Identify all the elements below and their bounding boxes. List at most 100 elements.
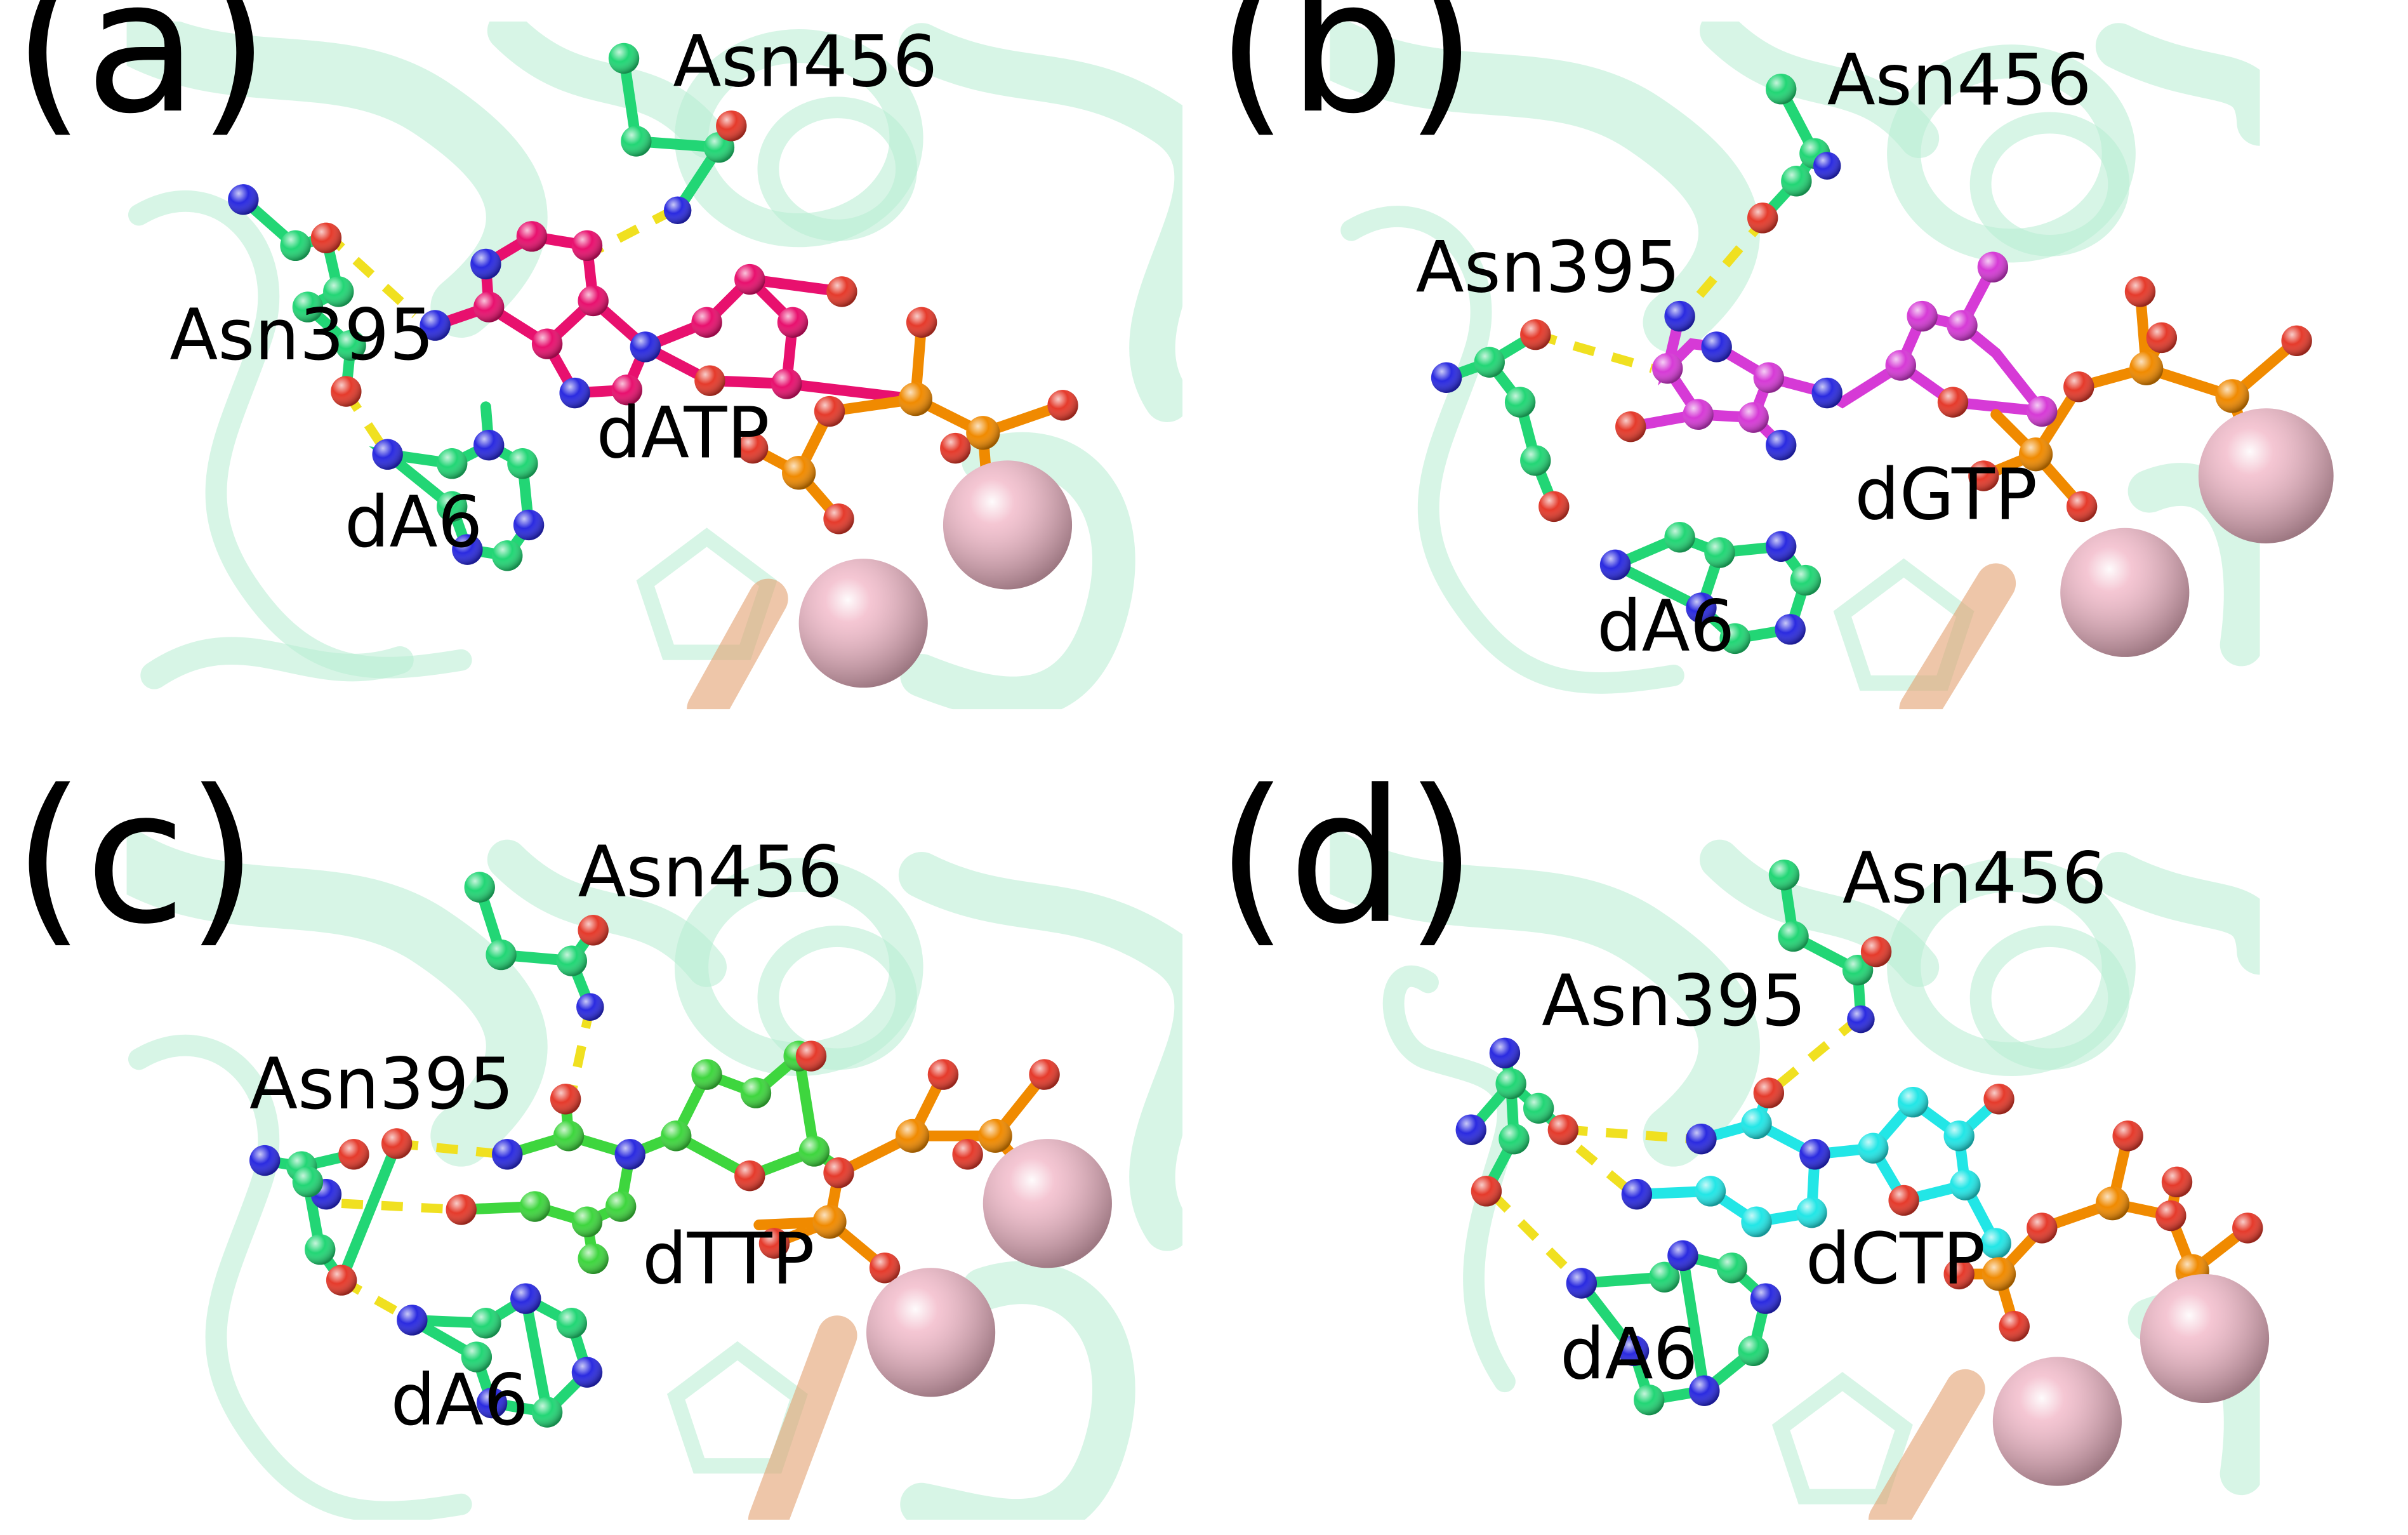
atom-shading	[663, 196, 692, 225]
atom-shading	[1775, 614, 1806, 645]
atom-shading	[1498, 1123, 1530, 1155]
atom-shading	[1686, 592, 1717, 623]
atom-shading	[531, 1397, 563, 1428]
atom-shading	[473, 430, 505, 461]
atom-shading	[1474, 347, 1505, 378]
atom-shading	[1431, 362, 1462, 394]
atom-shading	[1999, 1310, 2030, 1342]
nucleotide-label: dGTP	[1855, 454, 2037, 536]
atom-shading	[1747, 203, 1778, 234]
atom-shading	[614, 1139, 645, 1170]
atom-shading	[927, 1059, 959, 1090]
atom-shading	[737, 432, 769, 464]
atom-shading	[1765, 430, 1797, 461]
atom-shading	[1047, 390, 1078, 421]
panel-a: (a) Asn456 Asn395 dATP dA6	[13, 0, 1183, 710]
molecule-d	[1455, 860, 2270, 1486]
atom-shading	[397, 1305, 428, 1336]
atom-shading	[1781, 166, 1812, 197]
panel-letter: (d)	[1216, 751, 1477, 965]
atom-shading	[556, 1308, 587, 1339]
atom-shading	[1888, 1185, 1919, 1216]
template-base-label: dA6	[345, 482, 482, 564]
atom-shading	[476, 1387, 508, 1419]
atom-shading	[292, 291, 324, 322]
atom-shading	[576, 993, 604, 1021]
atom-shading	[420, 310, 451, 341]
atom-shading	[605, 1191, 637, 1222]
atom-shading	[1719, 623, 1750, 655]
atom-shading	[2215, 379, 2249, 413]
atom-shading	[1683, 399, 1714, 430]
atom-shading	[335, 329, 366, 361]
panel-c: (c) Asn456 Asn395 dTTP dA6	[13, 751, 1183, 1520]
atom-shading	[661, 1120, 692, 1152]
atom-shading	[1566, 1268, 1598, 1299]
atom-shading	[1977, 251, 2009, 282]
atom-shading	[940, 432, 971, 464]
atom-shading	[323, 276, 354, 307]
atom-shading	[1634, 1385, 1665, 1416]
atom-shading	[978, 1119, 1012, 1153]
atom-shading	[559, 377, 590, 409]
residue-label-asn395: Asn395	[1542, 960, 1806, 1042]
atom-shading	[823, 1157, 854, 1188]
atom-shading	[1765, 74, 1797, 105]
residue-label-asn395: Asn395	[249, 1044, 514, 1126]
atom-shading	[1686, 1123, 1717, 1155]
atom-shading	[2063, 371, 2094, 402]
atom-shading	[2027, 395, 2058, 427]
atom-shading	[1704, 537, 1735, 568]
atom-shading	[1738, 402, 1769, 433]
atom-shading	[1753, 362, 1785, 394]
atom-shading	[814, 395, 845, 427]
atom-shading	[740, 1077, 772, 1108]
atom-shading	[446, 1194, 477, 1225]
atom-shading	[777, 307, 809, 338]
molecule-c	[249, 872, 1112, 1428]
atom-shading	[1695, 1176, 1726, 1207]
atoms-a	[228, 43, 1078, 571]
atom-shading	[1615, 411, 1646, 442]
atom-shading	[1790, 564, 1822, 596]
atom-shading	[2027, 1213, 2058, 1244]
atom-shading	[1495, 1068, 1526, 1100]
atom-shading	[906, 307, 937, 338]
atom-shading	[249, 1145, 281, 1176]
atom-shading	[1652, 353, 1683, 384]
atom-shading	[795, 1040, 827, 1072]
atom-shading	[952, 1139, 983, 1170]
atom-shading	[758, 1228, 790, 1259]
panel-letter: (b)	[1216, 0, 1477, 154]
atom-shading	[798, 1136, 830, 1167]
residue-label-asn395: Asn395	[1416, 227, 1681, 309]
atom-shading	[1950, 1169, 1981, 1200]
atom-shading	[461, 1341, 493, 1372]
atom-shading	[2095, 1186, 2130, 1221]
atom-shading	[492, 540, 523, 571]
atom-shading	[473, 291, 505, 322]
atom-shading	[826, 276, 857, 307]
atom-shading	[691, 307, 722, 338]
atom-shading	[1649, 1261, 1680, 1292]
atom-shading	[2124, 276, 2156, 307]
atom-shading	[571, 1206, 603, 1237]
atom-shading	[326, 1265, 357, 1296]
atom-shading	[372, 439, 403, 470]
atom-shading	[1547, 1114, 1578, 1145]
atom-shading	[2281, 325, 2312, 356]
atom-shading	[507, 448, 538, 479]
atom-shading	[1689, 1375, 1720, 1406]
molecule-b	[1431, 74, 2334, 657]
atom-shading	[492, 1139, 523, 1170]
atom-shading	[1599, 549, 1631, 581]
atom-shading	[1520, 319, 1551, 350]
atom-shading	[1943, 1258, 1975, 1290]
atom-shading	[1811, 377, 1842, 409]
atom-shading	[305, 1234, 336, 1265]
atom-shading	[1667, 1240, 1698, 1272]
atom-shading	[516, 221, 548, 252]
atom-shading	[2018, 437, 2053, 472]
atom-shading	[531, 328, 563, 359]
